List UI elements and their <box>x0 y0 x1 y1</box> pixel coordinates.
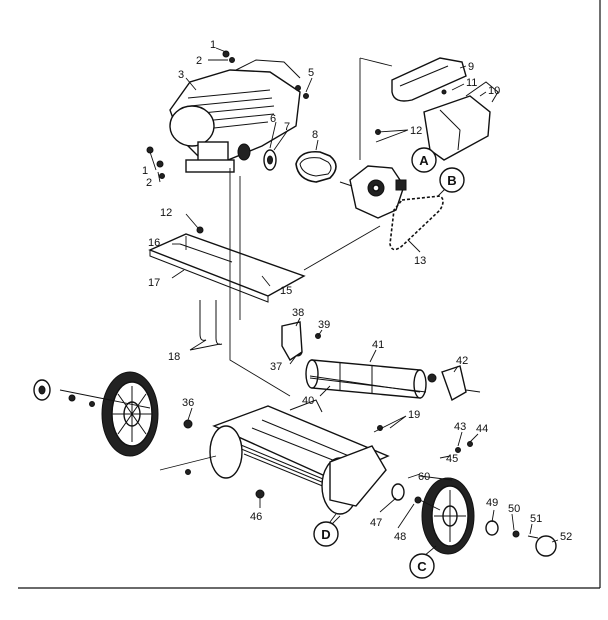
callout-49: 49 <box>486 497 498 509</box>
callout-3: 3 <box>178 69 184 81</box>
callout-labels: 1 2 3 5 6 7 8 9 11 10 12 1 2 12 16 17 15… <box>142 39 572 543</box>
chain-shields <box>375 57 499 161</box>
belt <box>295 150 337 183</box>
callout-38: 38 <box>292 307 304 319</box>
letter-marker-b: B <box>439 167 465 193</box>
letter-marker-d: D <box>313 521 339 547</box>
callout-8: 8 <box>312 129 318 141</box>
callout-10: 10 <box>488 85 500 97</box>
callout-40: 40 <box>302 395 314 407</box>
letter-marker-c: C <box>409 553 435 579</box>
callout-9: 9 <box>468 61 474 73</box>
callout-5: 5 <box>308 67 314 79</box>
letter-marker-a: A <box>411 147 437 173</box>
callout-48: 48 <box>394 531 406 543</box>
callout-46: 46 <box>250 511 262 523</box>
callout-12b: 12 <box>160 207 172 219</box>
callout-6: 6 <box>270 113 276 125</box>
pulley <box>263 149 277 171</box>
letter-c: C <box>417 559 427 574</box>
callout-37: 37 <box>270 361 282 373</box>
letter-a: A <box>419 153 429 168</box>
callout-52: 52 <box>560 531 572 543</box>
callout-1b: 1 <box>142 165 148 177</box>
callout-36: 36 <box>182 397 194 409</box>
roller <box>293 347 437 399</box>
guide-lines <box>59 57 481 527</box>
callout-19: 19 <box>408 409 420 421</box>
callout-1a: 1 <box>210 39 216 51</box>
engine <box>169 59 301 173</box>
callout-2b: 2 <box>146 177 152 189</box>
letter-d: D <box>321 527 330 542</box>
callout-43: 43 <box>454 421 466 433</box>
leader-lines <box>149 47 559 557</box>
left-wheel <box>33 371 159 457</box>
callout-50: 50 <box>508 503 520 515</box>
callout-13: 13 <box>414 255 426 267</box>
letter-b: B <box>447 173 456 188</box>
chain <box>389 195 444 251</box>
callout-44: 44 <box>476 423 488 435</box>
right-wheel <box>421 477 557 557</box>
callout-7: 7 <box>284 121 290 133</box>
callout-51: 51 <box>530 513 542 525</box>
callout-47: 47 <box>370 517 382 529</box>
callout-41: 41 <box>372 339 384 351</box>
small-parts <box>183 419 473 504</box>
callout-11: 11 <box>466 77 477 89</box>
callout-12a: 12 <box>410 125 422 137</box>
callout-15: 15 <box>280 285 292 297</box>
callout-16: 16 <box>148 237 160 249</box>
gearbox <box>339 165 407 219</box>
callout-17: 17 <box>148 277 160 289</box>
callout-45: 45 <box>446 453 458 465</box>
callout-2a: 2 <box>196 55 202 67</box>
engine-fasteners <box>146 50 309 179</box>
callout-60: 60 <box>418 471 430 483</box>
callout-42: 42 <box>456 355 468 367</box>
brackets <box>199 300 223 345</box>
callout-39: 39 <box>318 319 330 331</box>
reel-assembly <box>209 399 390 515</box>
callout-18: 18 <box>168 351 180 363</box>
shaft <box>309 375 421 393</box>
